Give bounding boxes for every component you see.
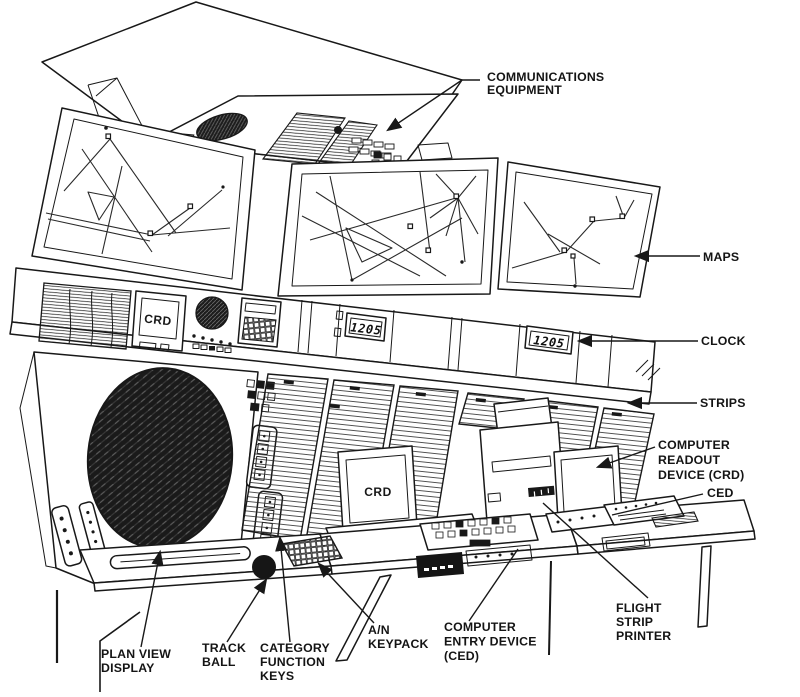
panel-plate	[417, 142, 453, 161]
svg-text:MAPS: MAPS	[703, 250, 739, 264]
fascia-dark-panel	[416, 552, 464, 578]
speaker-grille	[38, 282, 132, 350]
svg-text:COMMUNICATIONS EQUIPME: COMMUNICATIONS EQUIPMENT	[487, 70, 608, 97]
label-line: KEYPACK	[368, 637, 429, 651]
label-line: KEYS	[260, 669, 294, 683]
callouts: COMMUNICATIONS EQUIPMENT MAPS CLOCK STRI…	[101, 70, 746, 683]
end-hatch-marks	[635, 359, 661, 381]
label-line: CED	[707, 486, 734, 500]
svg-text:COMPUTER READOUT: COMPUTER READOUT DEVICE (CRD)	[658, 438, 744, 482]
ced-wedge	[651, 511, 699, 528]
indicator-dot	[334, 126, 342, 134]
label-line: (CED)	[444, 649, 479, 663]
label-line: FUNCTION	[260, 655, 325, 669]
svg-text:PLAN VIEW DISPLAY: PLAN VIEW DISPLAY	[101, 647, 175, 675]
communications-panel	[149, 93, 459, 176]
label-ced: CED	[611, 486, 734, 516]
console-legs	[55, 545, 712, 692]
map-panel-right	[497, 161, 661, 298]
label-line: READOUT	[658, 453, 720, 467]
clock-time-right: 1205	[533, 333, 566, 351]
keypad-readout	[244, 302, 277, 315]
clock-display-center: 1205	[333, 310, 387, 342]
svg-text:CATEGORY FUNCTION: CATEGORY FUNCTION KEYS	[260, 641, 333, 683]
crd-screen-eyebrow	[138, 297, 180, 340]
label-line: STRIPS	[700, 396, 746, 410]
leader-line	[275, 535, 291, 643]
flight-strip-printer-device	[479, 397, 566, 523]
keypad-keys	[241, 316, 277, 343]
label-computer-entry-device: COMPUTER ENTRY DEVICE (CED)	[444, 548, 540, 663]
speaker-grille-oval	[196, 112, 248, 142]
crd-unit-eyebrow: CRD	[131, 290, 187, 352]
label-line: CATEGORY	[260, 641, 330, 655]
label-line: A/N	[368, 623, 390, 637]
label-category-function-keys: CATEGORY FUNCTION KEYS	[260, 535, 333, 683]
label-line: FLIGHT	[616, 601, 662, 615]
leader-line	[317, 562, 375, 624]
svg-text:STRIPS: STRIPS	[700, 396, 746, 410]
label-line: PLAN VIEW	[101, 647, 171, 661]
desk-surfaces	[55, 495, 756, 692]
pencil-tray	[109, 546, 251, 570]
fascia-slot	[601, 532, 651, 552]
clock-time-center: 1205	[350, 320, 383, 337]
track-ball-device	[252, 555, 276, 579]
label-line: DISPLAY	[101, 661, 155, 675]
an-keypack-device	[280, 535, 344, 567]
label-computer-readout-device: COMPUTER READOUT DEVICE (CRD)	[595, 438, 744, 482]
label-line: COMPUTER	[444, 620, 516, 634]
svg-text:CED: CED	[707, 486, 734, 500]
label-line: EQUIPMENT	[487, 83, 562, 97]
clock-display-right: 1205	[524, 325, 574, 355]
svg-text:COMPUTER ENTRY DEVICE: COMPUTER ENTRY DEVICE (CED)	[444, 620, 540, 663]
label-line: COMPUTER	[658, 438, 730, 452]
label-clock: CLOCK	[576, 334, 746, 348]
desk-fascia	[576, 530, 756, 555]
keypad-unit	[237, 297, 282, 348]
crd-screen-eyebrow-text: CRD	[144, 312, 173, 329]
console-body: CRD	[19, 351, 655, 586]
label-line: CLOCK	[701, 334, 746, 348]
eyebrow-buttons	[192, 334, 232, 353]
leader-line	[226, 578, 268, 643]
leader-line	[468, 548, 519, 622]
svg-text:CLOCK: CLOCK	[701, 334, 746, 348]
leader-line	[542, 502, 649, 599]
label-an-keypack: A/N KEYPACK	[317, 562, 429, 651]
label-strips: STRIPS	[626, 396, 746, 410]
crd-monitor-center: CRD	[337, 445, 418, 533]
label-line: ENTRY DEVICE	[444, 635, 537, 649]
fascia-details	[416, 532, 651, 578]
leader-line	[386, 79, 480, 132]
label-line: COMMUNICATIONS	[487, 70, 604, 84]
label-line: DEVICE (CRD)	[658, 468, 744, 482]
map-panel-left	[31, 107, 256, 291]
loudspeaker	[195, 296, 229, 330]
label-flight-strip-printer: FLIGHT STRIP PRINTER	[542, 502, 671, 643]
leader-line	[611, 493, 704, 516]
crd-screen-center-text: CRD	[364, 485, 392, 499]
svg-text:A/N KEYPACK: A/N KEYPACK	[368, 623, 429, 651]
fascia-button-strip	[465, 544, 533, 567]
vent-grille-a	[261, 112, 346, 165]
svg-text:TRACK BALL: TRACK BALL	[202, 641, 250, 669]
ced-keyboard-center	[419, 513, 539, 551]
label-line: STRIP	[616, 615, 653, 629]
label-line: TRACK	[202, 641, 246, 655]
label-line: BALL	[202, 655, 236, 669]
svg-text:FLIGHT STRIP P: FLIGHT STRIP PRINTER	[616, 601, 671, 643]
leader-line	[595, 446, 656, 469]
label-communications-equipment: COMMUNICATIONS EQUIPMENT	[386, 70, 608, 132]
leader-line	[140, 549, 164, 648]
label-maps: MAPS	[633, 249, 739, 264]
label-line: MAPS	[703, 250, 739, 264]
map-panel-center	[277, 157, 499, 297]
eyebrow-panel: CRD 1205 1205	[9, 267, 661, 405]
label-line: PRINTER	[616, 629, 671, 643]
label-plan-view-display: PLAN VIEW DISPLAY	[101, 549, 175, 675]
printer-slot	[491, 455, 552, 473]
label-track-ball: TRACK BALL	[202, 578, 268, 669]
